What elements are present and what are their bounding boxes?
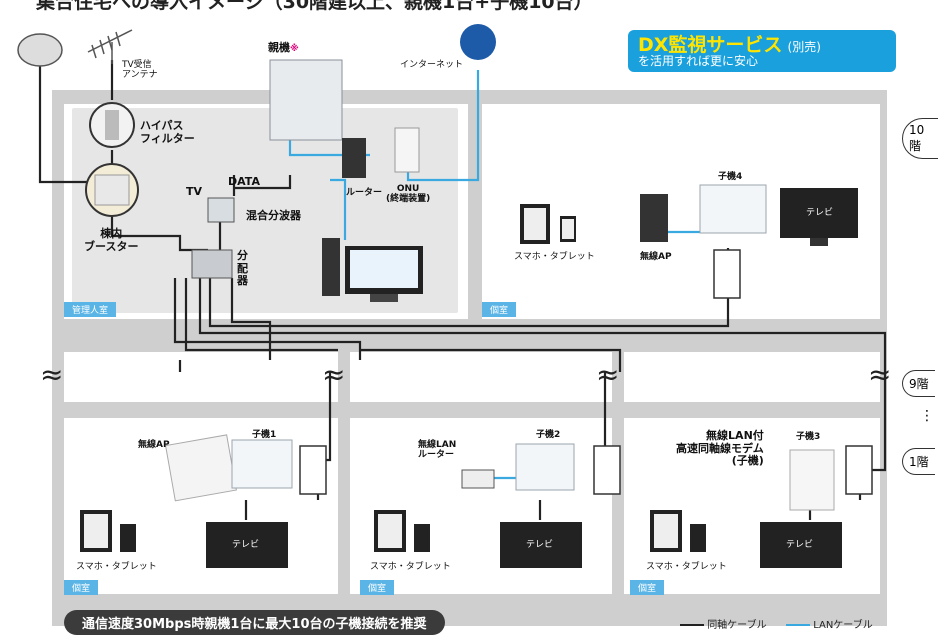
wave-symbol-3: ≈: [596, 358, 620, 391]
wave-symbol-2: ≈: [322, 358, 346, 391]
onu-label: ONU (終端装置): [386, 184, 431, 205]
wave-symbol-1: ≈: [40, 358, 64, 391]
parent-text: 親機: [268, 41, 290, 54]
tv-set-3-label: テレビ: [786, 540, 814, 550]
room-private-3-tag: 個室: [630, 580, 665, 595]
tv-set-4-label: テレビ: [806, 208, 834, 218]
blank-floor-1: [64, 352, 338, 402]
tv-antenna-label: TV受信 アンテナ: [122, 60, 158, 81]
floor-dots: ⋮: [920, 408, 934, 424]
wireless-ap-4-label: 無線AP: [640, 252, 672, 262]
dx-service-suffix: (別売): [787, 40, 821, 54]
mixer-label: 混合分波器: [246, 209, 301, 222]
floor-1-marker: 1階: [902, 448, 935, 475]
splitter-label: 分 配 器: [237, 249, 248, 288]
internet-label: インターネット: [400, 60, 464, 70]
router-label: ルーター: [346, 188, 383, 198]
floor-9-marker: 9階: [902, 370, 935, 397]
room-private-1-tag: 個室: [64, 580, 99, 595]
room-manager-tag: 管理人室: [64, 302, 117, 317]
child1-label: 子機1: [252, 430, 277, 440]
legend-coax: 同軸ケーブル: [680, 616, 767, 631]
parent-note-mark: ※: [290, 44, 299, 54]
child2-label: 子機2: [536, 430, 561, 440]
room-private-top-tag: 個室: [482, 302, 517, 317]
header-title: 集合住宅への導入イメージ（30階建以上、親機1台+子機10台）: [36, 0, 593, 13]
tv-set-2-label: テレビ: [526, 540, 554, 550]
legend-lan: LANケーブル: [786, 616, 873, 631]
smartphone-2-label: スマホ・タブレット: [370, 562, 451, 572]
legend-coax-line: [680, 624, 704, 626]
dx-service-subtitle: を活用すれば更に安心: [638, 54, 759, 68]
blank-floor-3: [624, 352, 880, 402]
wave-symbol-4: ≈: [868, 358, 892, 391]
room-private-2-tag: 個室: [360, 580, 395, 595]
legend-lan-line: [786, 624, 810, 626]
floor-10-marker: 10階: [902, 118, 938, 159]
smartphone-1-label: スマホ・タブレット: [76, 562, 157, 572]
data-port-label: DATA: [228, 175, 260, 188]
child4-label: 子機4: [718, 172, 743, 182]
blank-floor-2: [350, 352, 612, 402]
smartphone-3-label: スマホ・タブレット: [646, 562, 727, 572]
tv-port-label: TV: [186, 185, 203, 198]
wireless-ap-1-label: 無線AP: [138, 440, 170, 450]
legend-coax-label: 同軸ケーブル: [707, 620, 767, 631]
booster-label: 棟内 ブースター: [84, 227, 139, 253]
dx-service-box: DX監視サービス (別売) を活用すれば更に安心: [628, 30, 896, 72]
modem-child-label: 無線LAN付 高速同軸線モデム (子機): [676, 429, 764, 468]
smartphone-4-label: スマホ・タブレット: [514, 252, 595, 262]
parent-label: 親機※: [268, 41, 299, 55]
legend-lan-label: LANケーブル: [813, 620, 873, 631]
child3-label: 子機3: [796, 432, 821, 442]
tv-set-1-label: テレビ: [232, 540, 260, 550]
dx-service-title: DX監視サービス: [638, 34, 783, 56]
wireless-lan-router-label: 無線LAN ルーター: [418, 440, 457, 461]
footer-banner: 通信速度30Mbps時親機1台に最大10台の子機接続を推奨: [64, 610, 445, 635]
highpass-filter-label: ハイパス フィルター: [140, 119, 195, 145]
